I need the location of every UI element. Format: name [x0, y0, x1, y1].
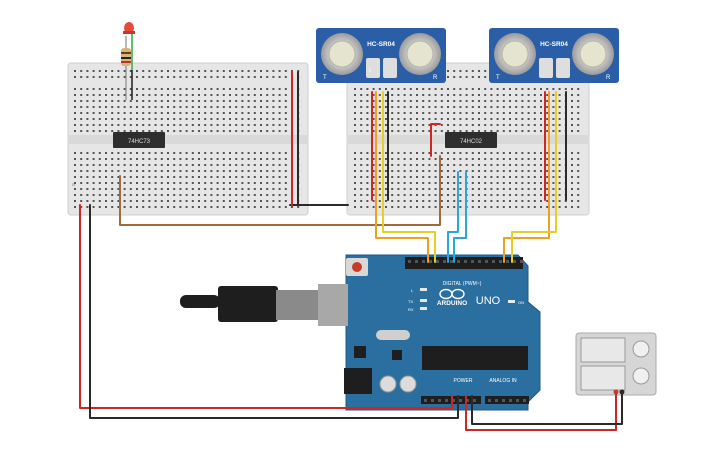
wire-black-display — [471, 393, 623, 425]
sensor-2-t-mark: T — [496, 75, 500, 81]
wires — [79, 71, 623, 431]
arduino-bottom-pins — [424, 399, 526, 402]
wire-yellow-s2 — [511, 91, 557, 263]
wire-orange-s1 — [375, 91, 429, 263]
arduino-digital-pins — [408, 260, 523, 263]
ultrasonic-sensor-1[interactable]: HC-SR04 T R Vcc — [316, 28, 446, 83]
ic-74hc73-label: 74HC73 — [128, 139, 151, 145]
sensor-1-pin-vcc: Vcc — [368, 66, 372, 72]
arduino-brand-label: ARDUINO — [437, 300, 467, 307]
arduino-led-rx: RX — [408, 307, 414, 312]
wire-black-gnd-left — [89, 204, 459, 419]
arduino-logo — [439, 288, 465, 300]
sensor-1-t-mark: T — [323, 75, 327, 81]
sensor-1-label: HC-SR04 — [367, 41, 395, 48]
arduino-model-label: UNO — [476, 295, 501, 307]
usb-cable[interactable] — [180, 284, 348, 326]
breadboard-left[interactable]: a — [67, 62, 309, 216]
ic-74hc02[interactable]: 74HC02 — [445, 132, 497, 148]
wire-blue-b — [453, 171, 467, 263]
wire-blue-a — [447, 171, 459, 263]
wire-yellow-s1 — [382, 91, 436, 263]
wire-red-power-left — [79, 204, 453, 409]
display-module[interactable] — [575, 332, 657, 396]
wire-brown-left — [119, 155, 441, 226]
arduino-digital-label: DIGITAL (PWM~) — [443, 281, 482, 287]
arduino-led-tx: TX — [408, 299, 413, 304]
arduino-on-label: ON — [518, 300, 524, 305]
breadboard-left-row-label: a — [72, 182, 75, 188]
arduino-uno[interactable]: DIGITAL (PWM~) ARDUINO UNO L TX RX ON PO… — [344, 254, 541, 411]
sensor-2-label: HC-SR04 — [540, 41, 568, 48]
breadboard-left-holes — [74, 70, 300, 208]
ic-74hc02-label: 74HC02 — [460, 139, 483, 145]
sensor-1-r-mark: R — [433, 75, 438, 81]
arduino-analog-label: ANALOG IN — [489, 378, 517, 384]
arduino-power-label: POWER — [454, 378, 473, 384]
ic-74hc73[interactable]: 74HC73 — [113, 132, 165, 148]
sensor-2-r-mark: R — [606, 75, 611, 81]
arduino-led-l: L — [411, 288, 414, 293]
resistor[interactable] — [121, 48, 131, 66]
ultrasonic-sensor-2[interactable]: HC-SR04 T R — [489, 28, 619, 83]
wire-red-ic — [430, 123, 441, 157]
wire-red-display — [465, 393, 617, 431]
led[interactable] — [123, 22, 135, 100]
wire-orange-s2 — [503, 91, 550, 263]
